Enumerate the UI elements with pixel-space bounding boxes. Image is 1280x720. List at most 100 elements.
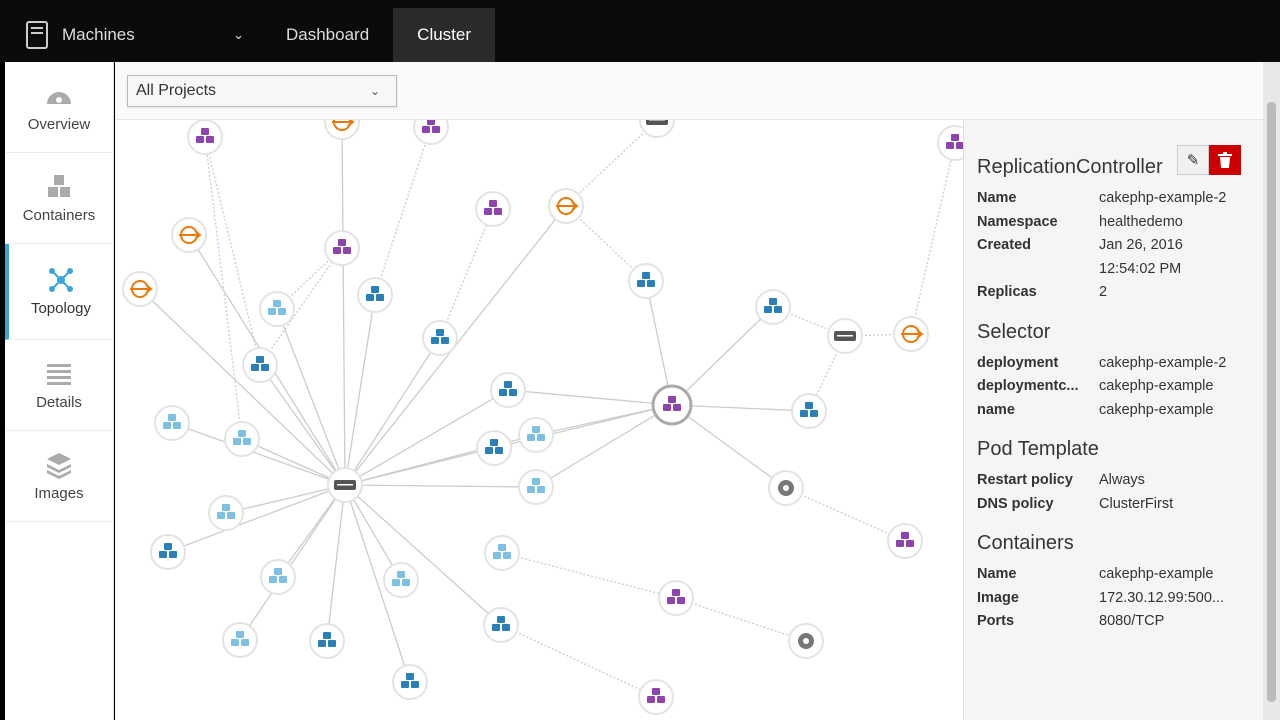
graph-edge [239, 484, 346, 641]
tab-dashboard[interactable]: Dashboard [286, 25, 370, 44]
graph-edge [910, 142, 956, 335]
pod-node[interactable] [154, 405, 190, 441]
pod-node[interactable] [224, 421, 260, 457]
main-content: All Projects ⌄ ✎ ReplicationController N… [115, 62, 1263, 720]
scrollbar[interactable] [1263, 62, 1280, 720]
detail-key: Ports [977, 613, 1015, 629]
delete-button[interactable] [1209, 145, 1241, 175]
graph-edge [276, 247, 343, 310]
detail-key: Name [977, 190, 1017, 206]
pod-node[interactable] [518, 417, 554, 453]
sidebar-item-label: Overview [27, 115, 91, 133]
service-node[interactable] [827, 318, 863, 354]
pod-node[interactable] [476, 430, 512, 466]
graph-edge [344, 294, 376, 486]
deployment-config-node[interactable] [768, 470, 804, 506]
topology-graph[interactable] [115, 120, 963, 720]
deployment-config-node[interactable] [788, 623, 824, 659]
sidebar-item-label: Details [36, 393, 82, 411]
pod-node[interactable] [483, 607, 519, 643]
project-select[interactable]: All Projects ⌄ [127, 75, 397, 107]
detail-value: Always [1099, 472, 1145, 488]
sidebar-item-images[interactable]: Images [5, 431, 113, 522]
route-node[interactable] [324, 120, 360, 140]
pod-node[interactable] [208, 495, 244, 531]
route-node[interactable] [548, 188, 584, 224]
graph-edge [225, 484, 346, 514]
panel-title: ReplicationController [977, 156, 1163, 178]
detail-key: deployment [977, 354, 1059, 371]
selector-heading: Selector [977, 320, 1051, 343]
pod-node[interactable] [357, 277, 393, 313]
edit-button[interactable]: ✎ [1177, 145, 1209, 175]
detail-value: ClusterFirst [1099, 495, 1174, 512]
detail-value: 2 [1099, 284, 1108, 300]
top-nav: Machines ⌄ Dashboard Cluster [0, 8, 1280, 62]
pod-node[interactable] [755, 289, 791, 325]
tab-cluster[interactable]: Cluster [393, 8, 496, 62]
replication-controller-node[interactable] [937, 125, 963, 161]
pod-node[interactable] [259, 291, 295, 327]
cubes-icon [48, 174, 70, 197]
pod-node[interactable] [222, 622, 258, 658]
graph-edge [171, 422, 346, 486]
machines-menu[interactable]: Machines ⌄ [0, 8, 262, 62]
graph-edge [671, 404, 787, 489]
detail-key: DNS policy [977, 495, 1054, 512]
graph-edge [501, 552, 677, 599]
pod-node[interactable] [490, 372, 526, 408]
graph-edge [204, 136, 261, 366]
pod-node[interactable] [392, 664, 428, 700]
graph-edge [344, 484, 411, 683]
sidebar-item-topology[interactable]: Topology [5, 244, 113, 340]
replication-controller-node[interactable] [187, 120, 223, 155]
detail-value: cakephp-example [1099, 378, 1214, 394]
pod-node[interactable] [383, 562, 419, 598]
sidebar-item-containers[interactable]: Containers [5, 153, 113, 244]
detail-key: Namespace [977, 213, 1058, 230]
dashboard-icon [47, 91, 71, 104]
sidebar-item-overview[interactable]: Overview [5, 62, 113, 153]
sidebar-item-details[interactable]: Details [5, 340, 113, 431]
service-node[interactable] [639, 120, 675, 138]
route-node[interactable] [171, 217, 207, 253]
replication-controller-node[interactable] [475, 191, 511, 227]
detail-key: Created [977, 237, 1031, 253]
replication-controller-node[interactable] [651, 384, 693, 426]
pod-node[interactable] [628, 263, 664, 299]
pod-node[interactable] [260, 559, 296, 595]
sidebar: Overview Containers Topology Details Ima… [5, 62, 114, 720]
replication-controller-node[interactable] [638, 679, 674, 715]
graph-edge [344, 389, 509, 486]
graph-edge [565, 120, 658, 207]
pod-node[interactable] [309, 623, 345, 659]
graph-edge [507, 389, 673, 406]
pod-node[interactable] [484, 535, 520, 571]
pod-node[interactable] [791, 393, 827, 429]
service-node[interactable] [327, 467, 363, 503]
replication-controller-node[interactable] [658, 580, 694, 616]
layers-icon [47, 452, 71, 479]
pod-node[interactable] [150, 534, 186, 570]
replication-controller-node[interactable] [324, 230, 360, 266]
route-node[interactable] [893, 316, 929, 352]
containers-heading: Containers [977, 532, 1074, 554]
replication-controller-node[interactable] [413, 120, 449, 145]
pod-node[interactable] [422, 320, 458, 356]
pod-node[interactable] [518, 469, 554, 505]
graph-edge [535, 404, 673, 436]
replication-controller-node[interactable] [887, 523, 923, 559]
detail-key: deploymentc... [977, 378, 1079, 394]
sidebar-item-label: Containers [22, 206, 96, 224]
route-node[interactable] [122, 271, 158, 307]
graph-edge [344, 484, 502, 626]
detail-value: Jan 26, 2016 12:54:02 PM [1099, 237, 1183, 277]
detail-row: deploymentc... cakephp-example [977, 375, 1250, 399]
scrollbar-thumb[interactable] [1267, 102, 1276, 702]
pod-node[interactable] [242, 347, 278, 383]
graph-edge [645, 280, 673, 406]
